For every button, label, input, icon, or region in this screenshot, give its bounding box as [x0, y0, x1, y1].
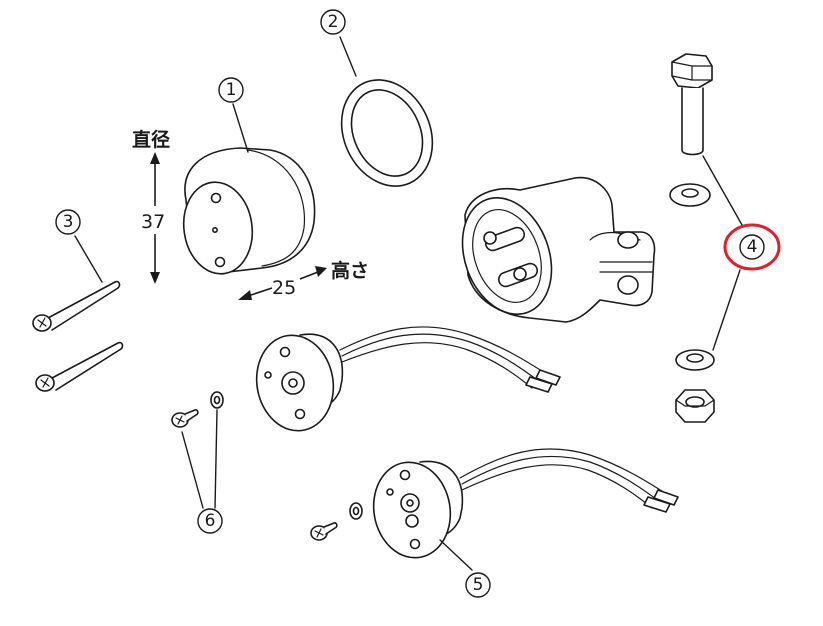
diameter-value: 37 [141, 211, 165, 233]
part-socket-lower [372, 448, 679, 559]
part-spring-washer [675, 349, 715, 371]
diameter-label: 直径 [132, 128, 170, 151]
callout-4-label: 4 [747, 237, 758, 257]
height-label: 高さ [331, 259, 369, 282]
part-hex-bolt [671, 53, 713, 156]
part-flat-washer [669, 183, 711, 207]
part-hex-nut [675, 389, 715, 423]
part-socket-upper [255, 326, 561, 432]
leader-lines [74, 36, 747, 571]
diameter-dimension: 直径 37 [132, 128, 170, 284]
callout-6-label: 6 [205, 511, 216, 531]
height-dimension: 25 高さ [238, 259, 369, 300]
callout-3-label: 3 [63, 212, 74, 232]
callout-3: 3 [55, 209, 81, 235]
callout-1-label: 1 [226, 80, 237, 100]
part-main-housing [461, 176, 656, 323]
part-long-screw-bottom [35, 341, 124, 392]
callout-1: 1 [218, 77, 244, 103]
part-long-screw-top [32, 280, 121, 332]
callout-2-label: 2 [328, 12, 339, 32]
part-small-screw-upper [171, 409, 199, 428]
part-small-washer-lower [349, 502, 363, 520]
callout-4: 4 [723, 223, 781, 271]
callout-6: 6 [197, 508, 223, 534]
part-small-screw-lower [310, 522, 338, 541]
part-cap-cylinder [182, 147, 316, 275]
part-small-washer-upper [210, 391, 224, 409]
part-o-ring [340, 79, 434, 187]
callout-2: 2 [320, 9, 346, 35]
height-value: 25 [272, 277, 296, 299]
callout-5-label: 5 [473, 575, 484, 595]
callout-5: 5 [465, 572, 491, 598]
